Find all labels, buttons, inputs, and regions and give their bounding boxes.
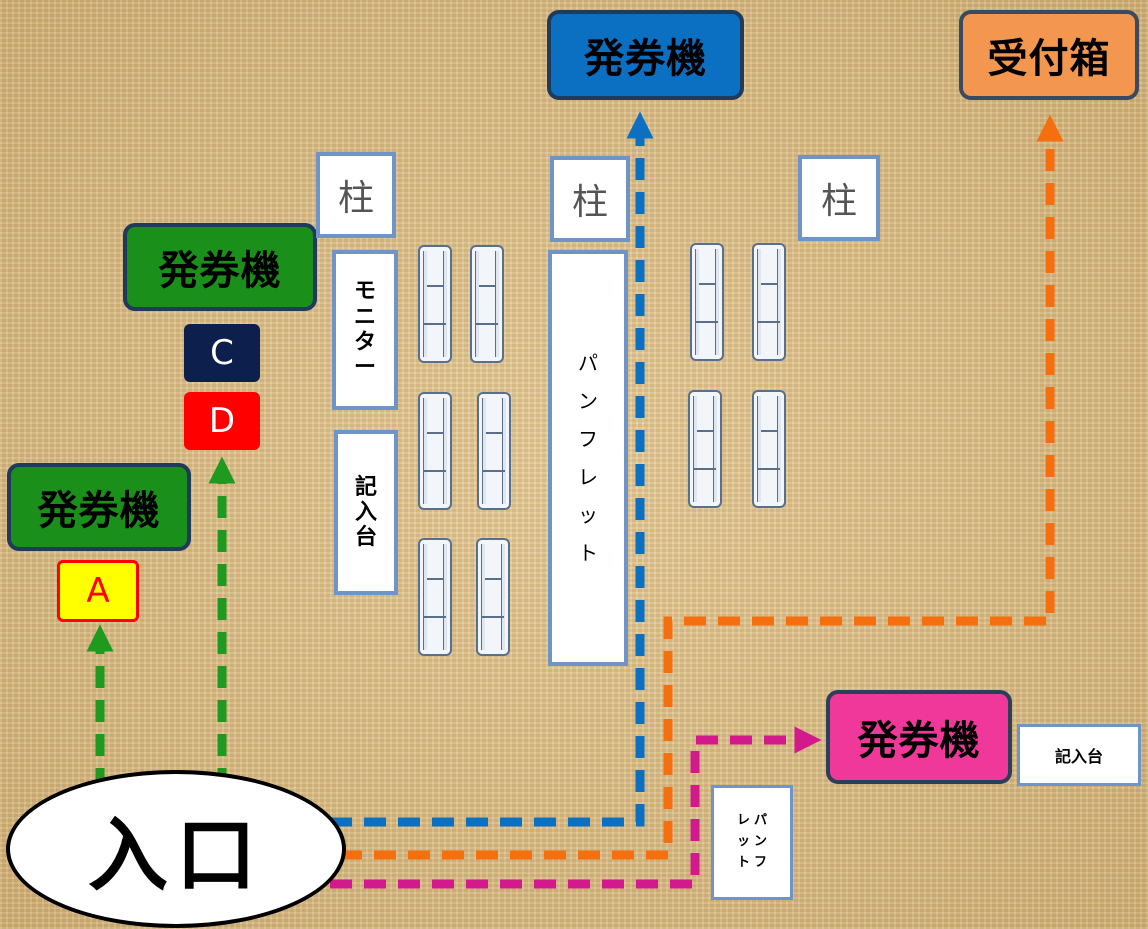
bench [418,392,452,510]
ticket-machine-blue: 発券機 [547,10,744,100]
pamphlet-stand-small: レ パ ッ ン ト フ [711,785,793,900]
pillar-center: 柱 [550,156,630,242]
ticket-machine-green-cd-label: 発券機 [158,248,282,294]
window-c: C [184,324,260,382]
pamphlet-small-char: ン [754,834,768,850]
ticket-machine-blue-label: 発券機 [584,36,707,82]
pamphlet-char: ト [578,541,598,565]
pamphlet-char: フ [578,427,598,451]
ticket-machine-green-cd: 発券機 [123,223,317,311]
pamphlet-small-char: ト [736,854,750,870]
monitor-char: モ [353,279,376,305]
pamphlet-small-row: レ パ [737,811,767,832]
pamphlet-small-char: ッ [736,834,750,850]
monitor-char: ー [353,355,376,381]
pamphlet-small-row: ッ ン [737,832,767,853]
writing-desk-char: 記 [354,474,377,500]
pamphlet-char: レ [578,465,598,489]
bench [418,538,452,656]
pillar-right: 柱 [798,155,880,241]
ticket-machine-green-a: 発券機 [7,463,191,551]
writing-desk-char: 入 [354,499,377,525]
monitor: モ ニ タ ー [332,250,398,410]
bench [470,245,504,363]
pamphlet-char: パ [578,351,598,375]
pamphlet-small-char: レ [736,813,750,829]
writing-desk-h-label: 記入台 [1054,747,1103,766]
ticket-machine-green-a-label: 発券機 [37,488,161,534]
route-pink [330,726,822,889]
pamphlet-small-row: ト フ [737,853,767,874]
pamphlet-small-char: フ [754,854,768,870]
bench [752,390,786,508]
route-orange [340,114,1064,860]
pillar-center-label: 柱 [571,182,608,223]
reception-box-label: 受付箱 [987,36,1111,82]
ticket-machine-pink: 発券機 [826,690,1012,784]
bench [752,243,786,361]
pillar-left-label: 柱 [337,178,374,219]
reception-box: 受付箱 [959,10,1139,100]
window-d: D [184,392,260,450]
bench [690,243,724,361]
writing-desk-horizontal: 記入台 [1017,724,1141,786]
window-c-label: C [210,333,234,373]
window-a-label: A [86,571,110,611]
pillar-left: 柱 [316,152,396,238]
bench [688,390,722,508]
route-blue [330,111,654,827]
pamphlet-small-char: パ [754,813,768,829]
writing-desk-char: 台 [354,525,377,551]
writing-desk-vertical: 記 入 台 [334,430,398,595]
monitor-char: ニ [353,304,376,330]
pamphlet-char: ン [578,389,598,413]
window-d-label: D [208,401,236,441]
pamphlet-stand: パ ン フ レ ッ ト [548,250,628,666]
bench [418,245,452,363]
bench [477,392,511,510]
pillar-right-label: 柱 [820,181,857,222]
entrance-label: 入口 [88,809,264,902]
bench [476,538,510,656]
window-a: A [57,560,139,622]
entrance: 入口 [6,770,346,928]
ticket-machine-pink-label: 発券機 [857,718,981,764]
monitor-char: タ [353,330,376,355]
pamphlet-char: ッ [578,503,598,527]
